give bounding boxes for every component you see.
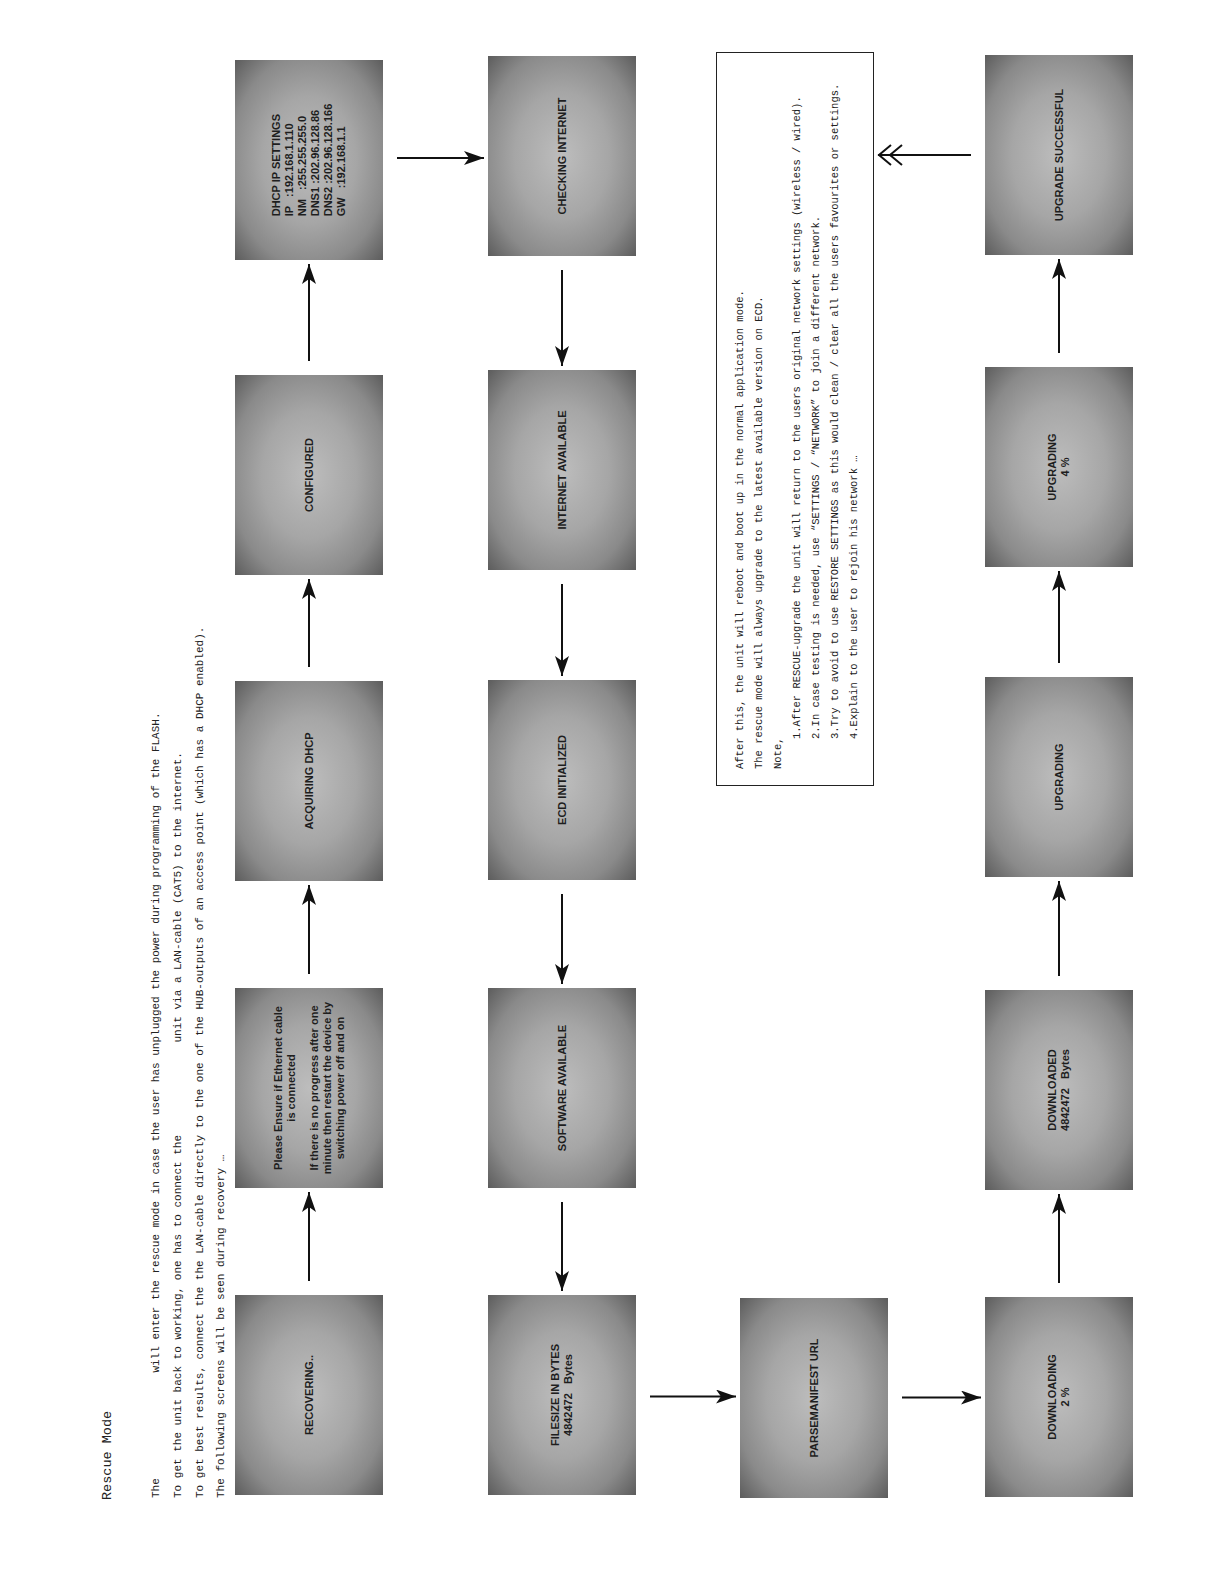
tv-screen: ACQUIRING DHCP: [235, 681, 383, 881]
screen-text: 4 %: [1059, 458, 1072, 477]
tv-screen: CHECKING INTERNET: [488, 56, 636, 256]
page-title: Rescue Mode: [100, 1411, 115, 1500]
tv-screen: UPGRADE SUCCESSFUL: [985, 55, 1133, 255]
tv-screen: ECD INITIALIZED: [488, 680, 636, 880]
screen-text: INTERNET AVAILABLE: [556, 411, 569, 530]
screen-text: UPGRADING: [1053, 743, 1066, 810]
tv-screen: PARSEMANIFEST URL: [740, 1298, 888, 1498]
note-text: 3.Try to avoid to use RESTORE SETTINGS a…: [826, 69, 845, 769]
flow-arrow: [561, 1202, 563, 1291]
screen-text: 4842472 Bytes: [562, 1354, 575, 1436]
tv-screen: DOWNLOADED4842472 Bytes: [985, 990, 1133, 1190]
text-block: DHCP IP SETTINGSIP :192.168.1.110NM :255…: [270, 104, 348, 217]
flow-arrow: [1058, 1194, 1060, 1283]
note-text: 1.After RESCUE-upgrade the unit will ret…: [788, 69, 807, 769]
tv-screen: SOFTWARE AVAILABLE: [488, 988, 636, 1188]
flow-arrow: [308, 1192, 310, 1281]
screen-text: ACQUIRING DHCP: [303, 732, 316, 829]
screen-text: FILESIZE IN BYTES: [549, 1344, 562, 1446]
note-text: 4.Explain to the user to rejoin his netw…: [845, 69, 864, 769]
screen-text: Please Ensure if Ethernet cable is conne…: [272, 1000, 298, 1176]
tv-screen: Please Ensure if Ethernet cable is conne…: [235, 988, 383, 1188]
screen-text: DOWNLOADED: [1046, 1049, 1059, 1130]
tv-screen: DHCP IP SETTINGSIP :192.168.1.110NM :255…: [235, 60, 383, 260]
intro-text: The will enter the rescue mode in case t…: [150, 712, 162, 1498]
screen-text: DNS1 :202.96.128.86: [309, 110, 322, 216]
note-text: Note,: [769, 69, 788, 769]
screen-text: ECD INITIALIZED: [556, 735, 569, 825]
tv-screen: DOWNLOADING2 %: [985, 1297, 1133, 1497]
tv-screen: INTERNET AVAILABLE: [488, 370, 636, 570]
screen-text: DOWNLOADING: [1046, 1354, 1059, 1440]
screen-text: 4842472 Bytes: [1059, 1049, 1072, 1131]
note-text: After this, the unit will reboot and boo…: [731, 69, 750, 769]
screen-text: NM :255.255.255.0: [296, 116, 309, 216]
screen-text: UPGRADING: [1046, 433, 1059, 500]
intro-text: To get the unit back to working, one has…: [172, 752, 184, 1498]
flow-arrow: [650, 1396, 736, 1398]
flow-arrow: [561, 584, 563, 676]
flow-arrow: [1058, 881, 1060, 976]
screen-text: RECOVERING..: [303, 1355, 316, 1435]
intro-text: The following screens will be seen durin…: [215, 1155, 227, 1498]
screen-text: PARSEMANIFEST URL: [808, 1339, 821, 1458]
note-text: 2.In case testing is needed, use “SETTIN…: [807, 69, 826, 769]
flow-arrow: [308, 579, 310, 667]
flow-arrow: [397, 157, 484, 159]
screen-text: CONFIGURED: [303, 438, 316, 512]
flow-arrow: [1058, 259, 1060, 353]
note-box: After this, the unit will reboot and boo…: [716, 52, 874, 786]
flow-arrow: [878, 154, 971, 156]
tv-screen: FILESIZE IN BYTES4842472 Bytes: [488, 1295, 636, 1495]
tv-screen: UPGRADING4 %: [985, 367, 1133, 567]
screen-text: UPGRADE SUCCESSFUL: [1053, 89, 1066, 222]
screen-text: IP :192.168.1.110: [283, 124, 296, 217]
screen-text: 2 %: [1059, 1388, 1072, 1407]
screen-text: CHECKING INTERNET: [556, 98, 569, 215]
flow-arrow: [308, 885, 310, 974]
screen-text: GW :192.168.1.1: [335, 126, 348, 216]
flow-arrow: [1058, 571, 1060, 663]
flow-arrow: [561, 894, 563, 984]
flow-arrow: [902, 1397, 981, 1399]
tv-screen: UPGRADING: [985, 677, 1133, 877]
tv-screen: CONFIGURED: [235, 375, 383, 575]
note-text: The rescue mode will always upgrade to t…: [750, 69, 769, 769]
screen-text: DNS2 :202.96.128.166: [322, 104, 335, 217]
screen-text: SOFTWARE AVAILABLE: [556, 1025, 569, 1151]
screen-text: If there is no progress after one minute…: [308, 1000, 347, 1176]
flow-arrow: [308, 264, 310, 361]
tv-screen: RECOVERING..: [235, 1295, 383, 1495]
flow-arrow: [561, 270, 563, 366]
intro-text: To get best results, connect the the LAN…: [194, 627, 206, 1498]
screen-text: DHCP IP SETTINGS: [270, 114, 283, 216]
